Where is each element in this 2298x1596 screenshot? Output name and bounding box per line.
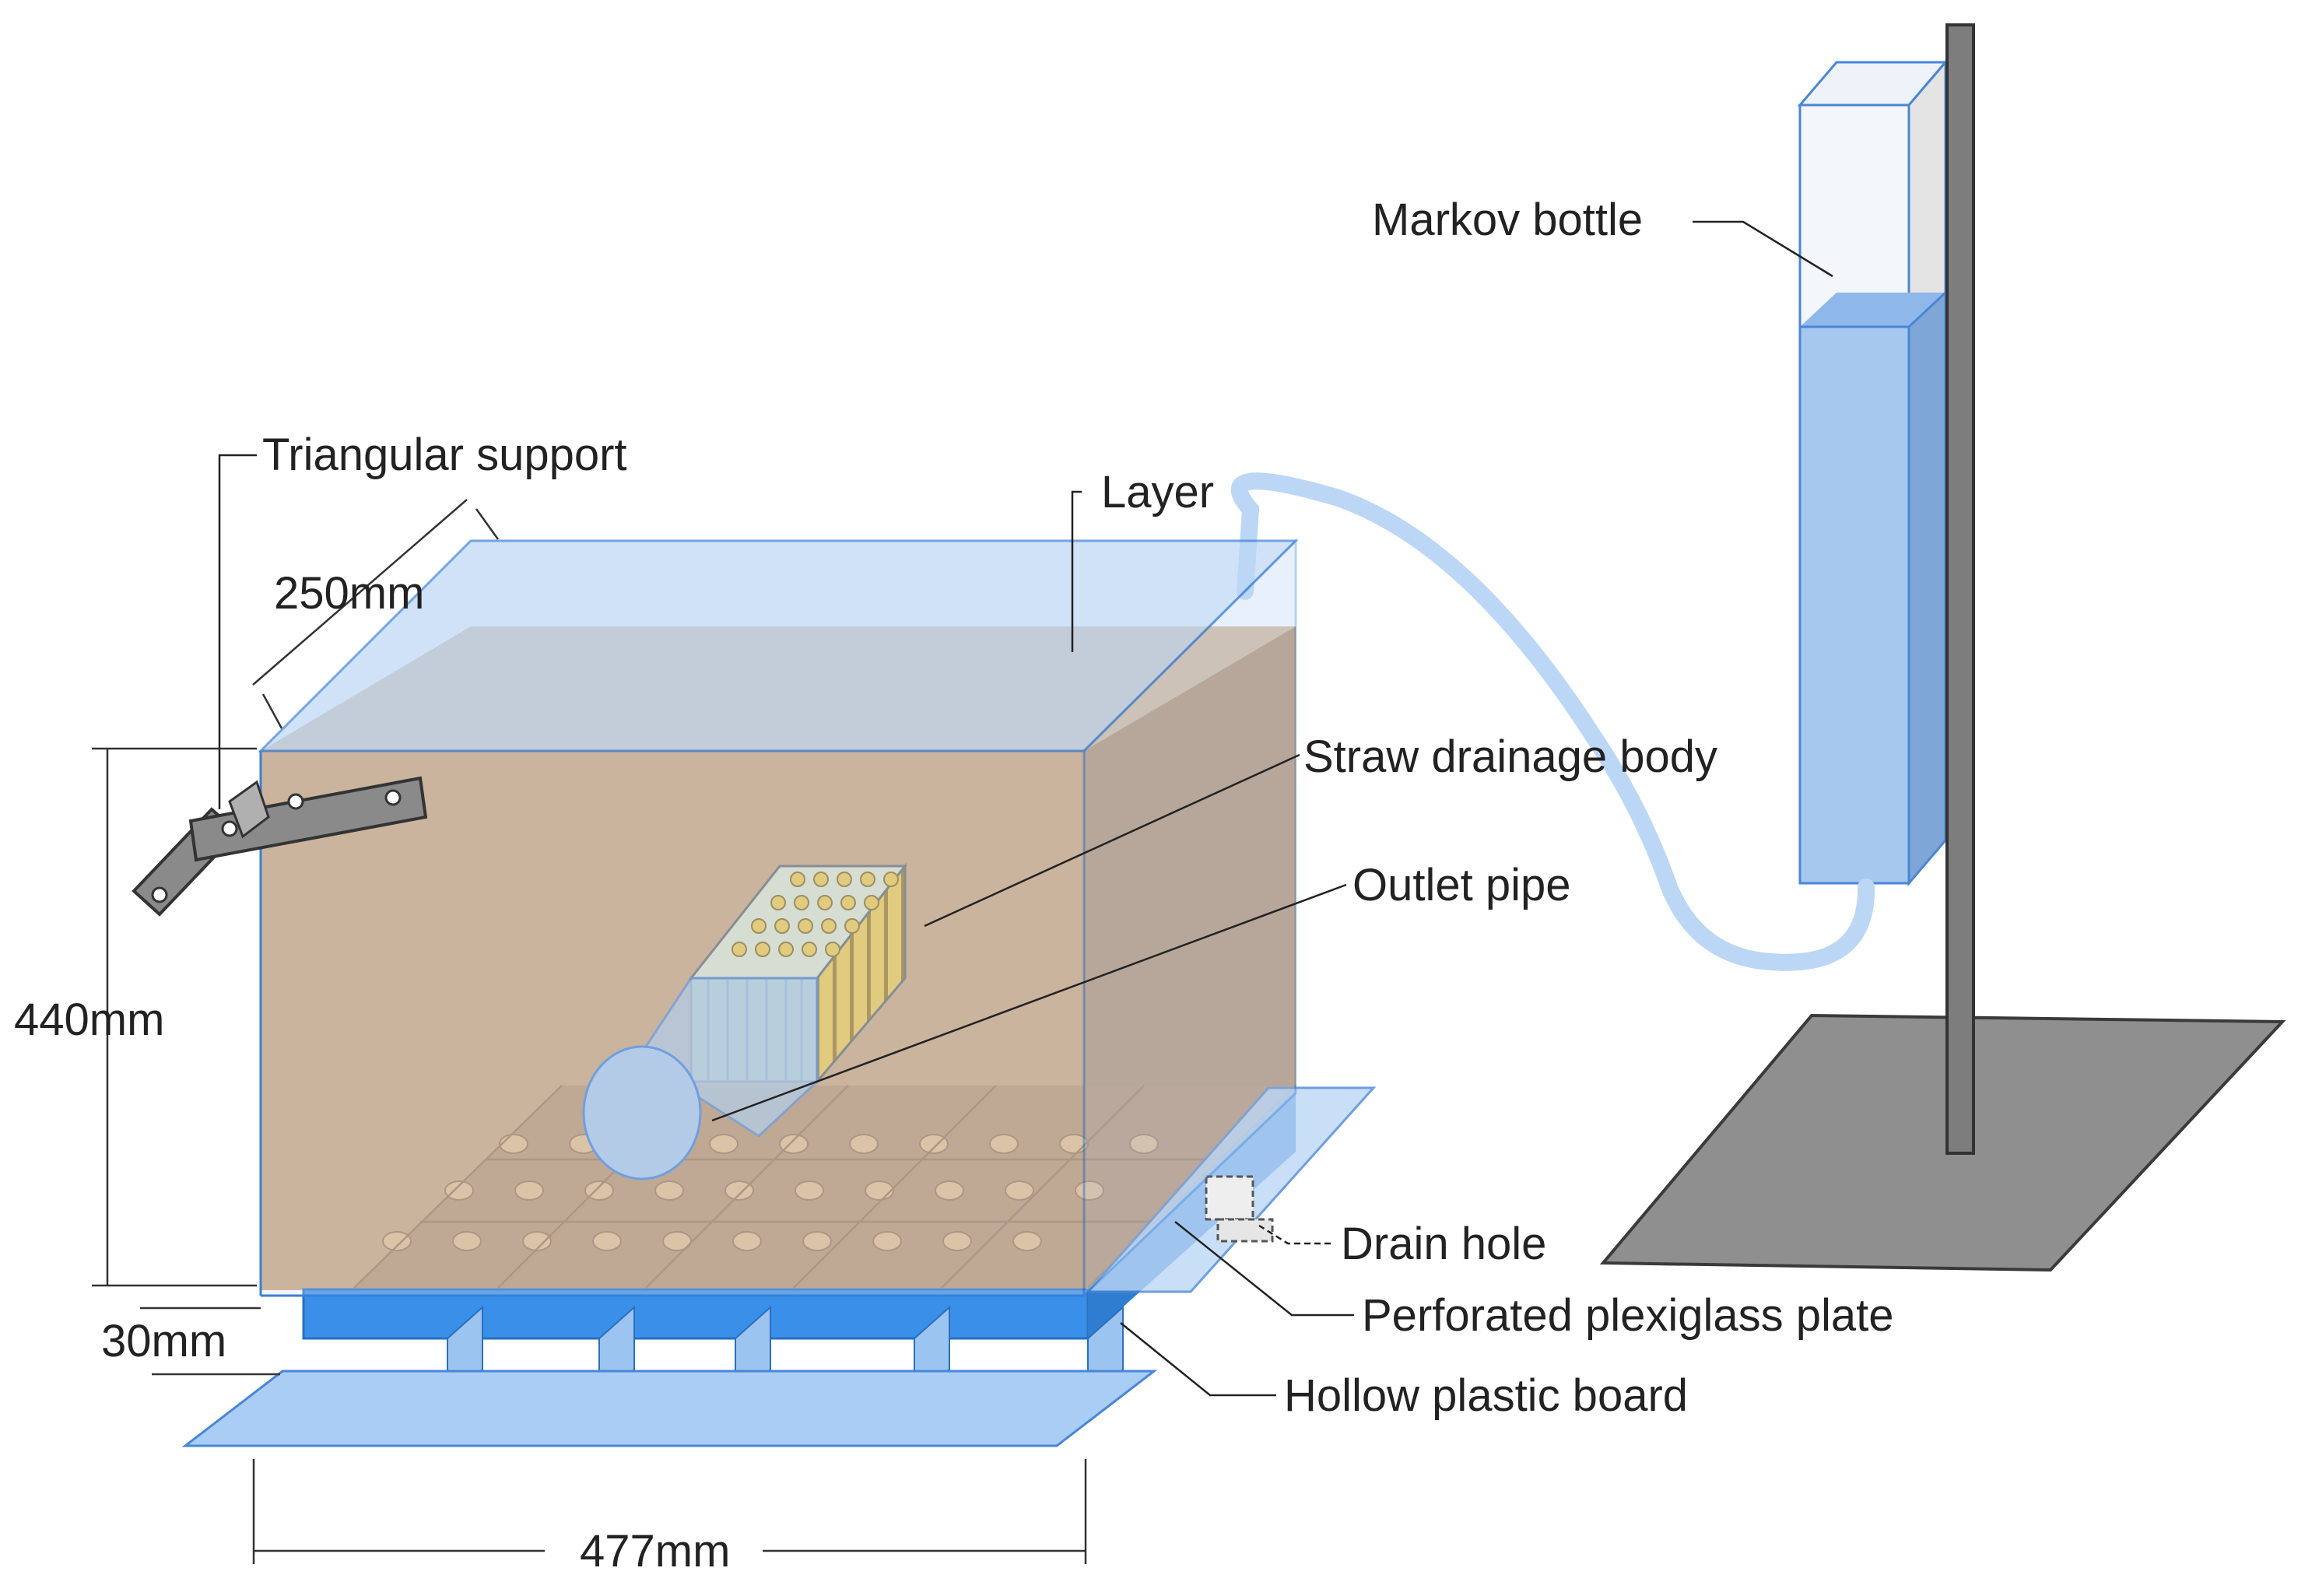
dim-label-width: 477mm [580, 1526, 730, 1577]
dim-label-height: 440mm [14, 994, 164, 1045]
leader-lines [218, 220, 1833, 1397]
dimension-lines [92, 499, 1087, 1564]
dim-label-base: 30mm [101, 1316, 226, 1366]
markov-bottle [1797, 58, 1949, 887]
bottom-plate [181, 1370, 1158, 1447]
water-tube [1230, 472, 1875, 971]
stand-rod [1945, 23, 1975, 1155]
label-perforated-plexiglass-plate: Perforated plexiglass plate [1362, 1290, 1894, 1341]
drain-hole [1205, 1175, 1274, 1243]
outlet-pipe [582, 977, 819, 1180]
label-markov-bottle: Markov bottle [1372, 195, 1643, 245]
label-hollow-plastic-board: Hollow plastic board [1284, 1370, 1688, 1421]
triangular-support [132, 776, 428, 917]
dim-label-depth: 250mm [274, 568, 424, 619]
label-layer: Layer [1101, 467, 1214, 517]
label-straw-drainage-body: Straw drainage body [1303, 731, 1717, 782]
label-drain-hole: Drain hole [1341, 1219, 1546, 1269]
glass-box [258, 538, 1299, 1299]
label-outlet-pipe: Outlet pipe [1352, 860, 1571, 910]
stand-base [1599, 1013, 2286, 1272]
label-triangular-support: Triangular support [262, 430, 627, 480]
